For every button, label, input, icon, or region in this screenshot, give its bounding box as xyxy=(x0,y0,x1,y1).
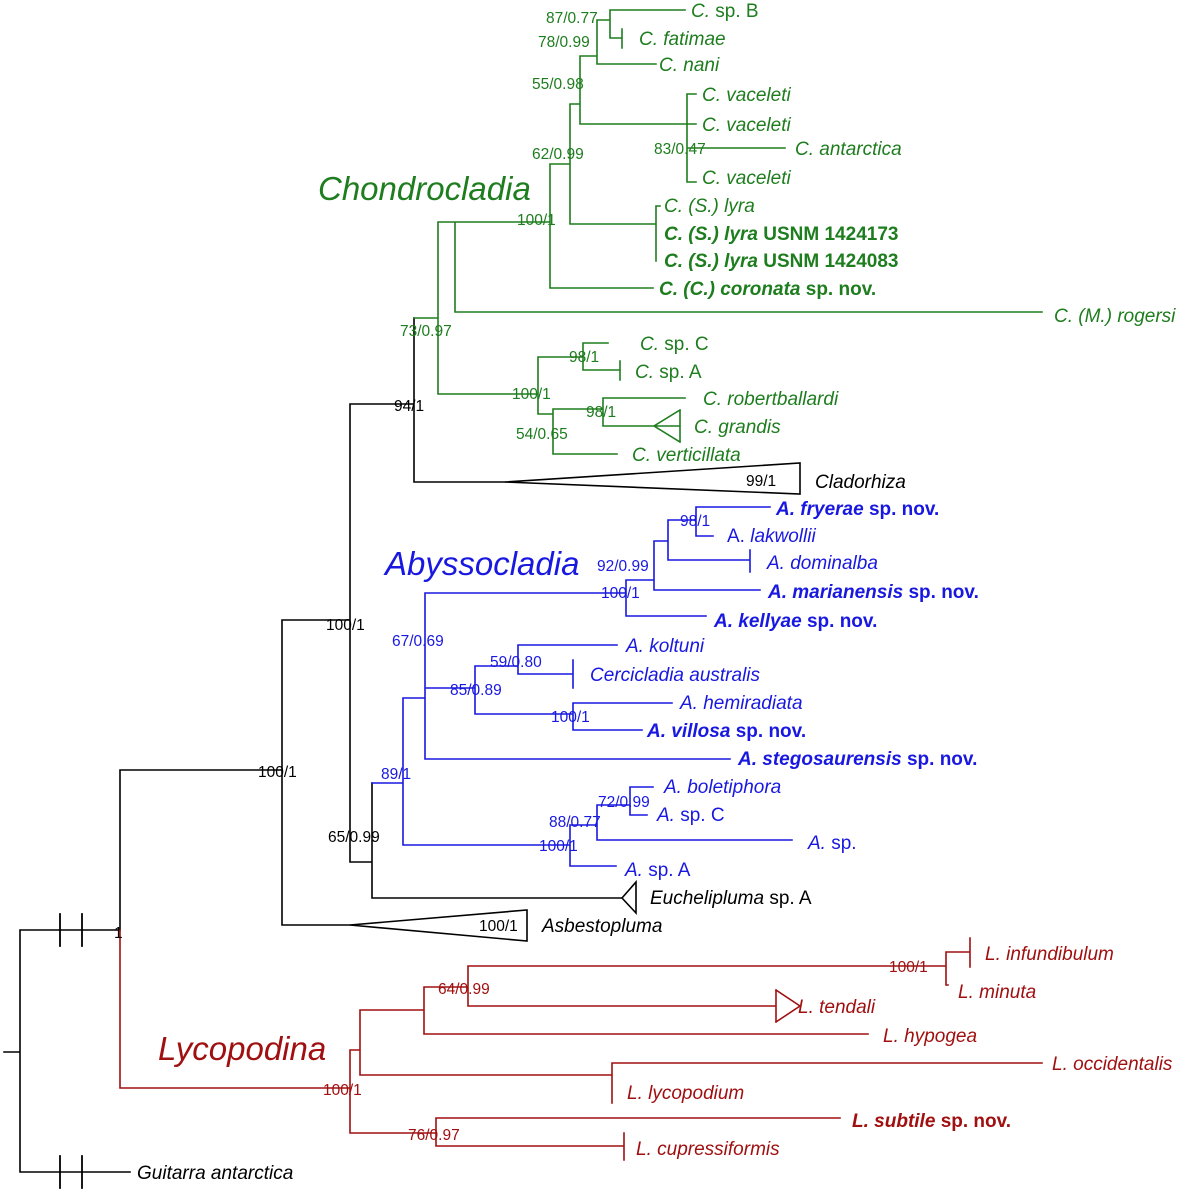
asbestopluma-collapsed-clade xyxy=(349,909,528,942)
taxon-cladorhiza: Cladorhiza xyxy=(815,472,906,493)
lycopodina-branches xyxy=(119,929,1043,1161)
taxon-c-nani: C. nani xyxy=(659,55,720,76)
support-value: 85/0.89 xyxy=(450,682,502,699)
taxon-c-sp-c: C. sp. C xyxy=(640,334,709,355)
taxon-c-vaceleti-2: C. vaceleti xyxy=(702,115,791,136)
support-value: 100/1 xyxy=(601,585,640,602)
taxon-a-boletiphora: A. boletiphora xyxy=(663,777,781,798)
support-value: 100/1 xyxy=(889,959,928,976)
support-value: 64/0.99 xyxy=(438,981,490,998)
taxon-l-minuta: L. minuta xyxy=(958,982,1036,1003)
support-value: 55/0.98 xyxy=(532,76,584,93)
taxon-l-tendali: L. tendali xyxy=(798,997,876,1018)
support-value: 88/0.77 xyxy=(549,814,601,831)
taxon-c-vaceleti-3: C. vaceleti xyxy=(702,168,791,189)
taxon-asbestopluma: Asbestopluma xyxy=(541,916,662,937)
taxon-cercicladia-australis: Cercicladia australis xyxy=(590,665,761,686)
support-value: 100/1 xyxy=(551,709,590,726)
support-value: 99/1 xyxy=(746,473,776,490)
taxon-c-vaceleti-1: C. vaceleti xyxy=(702,85,791,106)
taxon-c-verticillata: C. verticillata xyxy=(632,445,741,466)
taxon-a-koltuni: A. koltuni xyxy=(625,636,705,657)
support-value: 76/0.97 xyxy=(408,1127,460,1144)
chondrocladia-branches xyxy=(413,9,1043,455)
taxon-c-robertballardi: C. robertballardi xyxy=(703,389,839,410)
taxon-a-sp: A. sp. xyxy=(807,833,857,854)
taxon-c-fatimae: C. fatimae xyxy=(639,29,726,50)
clade-label-abyssocladia: Abyssocladia xyxy=(383,545,579,582)
backbone-branches xyxy=(3,317,623,1189)
taxon-a-villosa: A. villosa sp. nov. xyxy=(646,721,806,742)
taxon-euchelipluma-sp-a: Euchelipluma sp. A xyxy=(650,888,812,909)
taxon-a-sp-a: A. sp. A xyxy=(624,860,691,881)
support-value: 98/1 xyxy=(586,404,616,421)
taxon-c-sp-a: C. sp. A xyxy=(635,362,702,383)
taxon-c-lyra-usnm-1424083: C. (S.) lyra USNM 1424083 xyxy=(664,251,898,272)
backbone-lines xyxy=(3,317,623,1173)
support-value: 98/1 xyxy=(680,513,710,530)
support-value: 87/0.77 xyxy=(546,10,598,27)
taxon-l-occidentalis: L. occidentalis xyxy=(1052,1054,1173,1075)
break-marks xyxy=(59,913,83,1189)
support-value: 100/1 xyxy=(512,386,551,403)
taxon-l-hypogea: L. hypogea xyxy=(883,1026,977,1047)
support-value: 94/1 xyxy=(394,398,424,415)
support-value: 78/0.99 xyxy=(538,34,590,51)
taxon-guitarra-antarctica: Guitarra antarctica xyxy=(137,1163,293,1184)
clade-label-chondrocladia: Chondrocladia xyxy=(318,170,531,207)
support-value: 100/1 xyxy=(517,212,556,229)
euchelipluma-collapsed-clade xyxy=(620,879,637,916)
chondrocladia-lines xyxy=(413,9,1043,455)
taxon-a-marianensis: A. marianensis sp. nov. xyxy=(767,582,979,603)
taxon-c-sp-b: C. sp. B xyxy=(691,1,759,22)
taxon-a-sp-c: A. sp. C xyxy=(656,805,725,826)
taxon-a-lakwollii: A. lakwollii xyxy=(727,526,816,547)
abyssocladia-branches xyxy=(371,506,793,867)
support-value: 72/0.99 xyxy=(598,794,650,811)
support-value: 1 xyxy=(114,925,123,942)
support-value: 100/1 xyxy=(539,838,578,855)
taxon-c-rogersi: C. (M.) rogersi xyxy=(1054,306,1176,327)
support-value: 98/1 xyxy=(569,349,599,366)
support-value: 62/0.99 xyxy=(532,146,584,163)
support-value: 83/0.47 xyxy=(654,141,706,158)
abyssocladia-lines xyxy=(371,506,793,867)
support-value: 100/1 xyxy=(479,918,518,935)
support-value: 92/0.99 xyxy=(597,558,649,575)
support-value: 89/1 xyxy=(381,766,411,783)
support-value: 67/0.69 xyxy=(392,633,444,650)
taxon-a-dominalba: A. dominalba xyxy=(766,553,878,574)
support-value: 65/0.99 xyxy=(328,829,380,846)
cladorhiza-collapsed-clade xyxy=(504,462,801,495)
lycopodina-lines xyxy=(119,929,1043,1161)
taxon-a-fryerae: A. fryerae sp. nov. xyxy=(775,499,939,520)
support-value: 100/1 xyxy=(323,1082,362,1099)
taxon-a-stegosaurensis: A. stegosaurensis sp. nov. xyxy=(737,749,977,770)
taxon-labels: C. sp. B C. fatimae C. nani C. vaceleti … xyxy=(137,1,1176,1184)
taxon-l-infundibulum: L. infundibulum xyxy=(985,944,1114,965)
taxon-c-lyra-usnm-1424173: C. (S.) lyra USNM 1424173 xyxy=(664,224,898,245)
taxon-c-antarctica: C. antarctica xyxy=(795,139,902,160)
taxon-c-grandis: C. grandis xyxy=(694,417,781,438)
taxon-c-coronata: C. (C.) coronata sp. nov. xyxy=(659,279,876,300)
support-value: 100/1 xyxy=(326,617,365,634)
support-values: 87/0.77 78/0.99 55/0.98 83/0.47 62/0.99 … xyxy=(114,10,928,1144)
taxon-l-lycopodium: L. lycopodium xyxy=(627,1083,744,1104)
clade-label-lycopodina: Lycopodina xyxy=(158,1030,326,1067)
support-value: 59/0.80 xyxy=(490,654,542,671)
taxon-a-kellyae: A. kellyae sp. nov. xyxy=(713,611,877,632)
support-value: 54/0.65 xyxy=(516,426,568,443)
support-value: 100/1 xyxy=(258,764,297,781)
taxon-l-cupressiformis: L. cupressiformis xyxy=(636,1139,780,1160)
support-value: 73/0.97 xyxy=(400,323,452,340)
taxon-l-subtile: L. subtile sp. nov. xyxy=(852,1111,1011,1132)
taxon-c-lyra: C. (S.) lyra xyxy=(664,196,755,217)
taxon-a-hemiradiata: A. hemiradiata xyxy=(679,693,803,714)
